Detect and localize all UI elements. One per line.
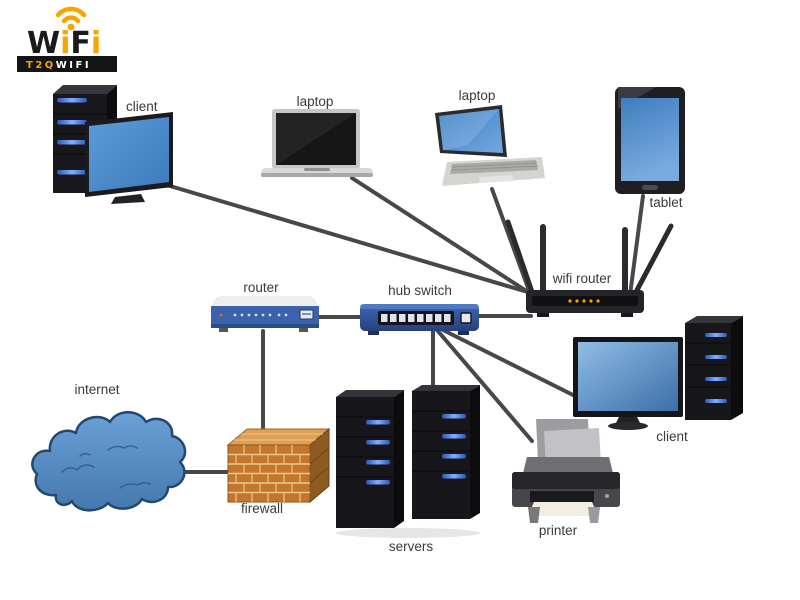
cable-laptop-right-wifi-router — [490, 187, 533, 298]
logo-wordmark: WiFi — [27, 26, 101, 61]
logo-tagline: T2QWIFI — [26, 60, 91, 71]
tablet-node — [612, 85, 692, 200]
monitor-screen — [578, 342, 678, 411]
router-leds — [219, 313, 288, 317]
laptop-screen — [272, 109, 360, 169]
cable-hub-switch-client-right — [441, 328, 579, 399]
client-right-node — [565, 315, 745, 435]
printer-paper-input — [523, 419, 613, 473]
laptop-screen-glass — [439, 109, 503, 153]
server-tower-right — [412, 385, 480, 519]
firewall-brick-box — [226, 427, 331, 504]
wifi-signal-dot — [67, 23, 75, 31]
printer-output-slot — [530, 491, 594, 502]
laptop-base — [442, 157, 545, 186]
server-tower-left — [336, 390, 404, 528]
tower-led-strips — [705, 333, 727, 403]
hub-switch-uplink-port — [460, 312, 472, 324]
router-body — [211, 296, 319, 332]
logo-bar — [17, 56, 117, 72]
t2qwifi-logo: WiFi T2QWIFI — [12, 6, 122, 72]
hub-switch-ports — [381, 314, 451, 322]
firewall-node — [222, 424, 334, 508]
monitor-screen — [89, 117, 169, 192]
cable-laptop-left-wifi-router — [350, 176, 533, 296]
cable-client-top-wifi-router — [168, 184, 533, 295]
tablet-body — [615, 87, 685, 194]
label-router: router — [243, 280, 279, 295]
client-monitor — [573, 337, 683, 430]
printer-node — [500, 415, 630, 525]
laptop-left-node — [260, 105, 375, 185]
wifi-signal-icon — [55, 6, 87, 24]
desktop-tower — [685, 316, 743, 420]
label-hub-switch: hub switch — [388, 283, 452, 298]
label-servers: servers — [388, 539, 434, 554]
label-client-top: client — [126, 99, 158, 114]
printer-body — [512, 472, 620, 523]
cloud-shape — [31, 411, 187, 512]
wifi-router-leds — [568, 299, 600, 303]
client-top-node — [45, 82, 190, 207]
hub-switch-node — [358, 298, 483, 338]
cable-tablet-wifi-router — [628, 194, 645, 297]
wifi-router-node — [495, 212, 685, 317]
laptop-right-node — [428, 100, 553, 195]
label-printer: printer — [538, 523, 578, 538]
hub-switch-body — [360, 304, 479, 335]
label-laptop-left: laptop — [296, 94, 334, 109]
label-firewall: firewall — [240, 501, 284, 516]
label-tablet: tablet — [649, 195, 683, 210]
label-laptop-right: laptop — [458, 88, 496, 103]
cable-hub-switch-printer — [435, 328, 534, 443]
tablet-screen — [621, 98, 679, 181]
client-monitor — [85, 112, 173, 204]
tablet-home-button — [642, 185, 658, 190]
laptop-screen — [435, 105, 507, 157]
wifi-router-body — [526, 290, 644, 317]
router-port — [299, 309, 314, 320]
wifi-router-antennas — [505, 219, 674, 295]
cloud-detail-squiggles — [61, 445, 151, 489]
label-internet: internet — [74, 382, 120, 397]
tower-led-strips — [57, 98, 87, 175]
servers-node — [330, 385, 485, 540]
internet-cloud-node — [28, 398, 188, 528]
hub-switch-port-strip — [378, 311, 454, 325]
printer-output-paper — [528, 502, 598, 516]
label-wifi-router: wifi router — [552, 271, 612, 286]
router-node — [205, 290, 325, 338]
label-client-right: client — [656, 429, 688, 444]
laptop-base — [261, 168, 373, 177]
